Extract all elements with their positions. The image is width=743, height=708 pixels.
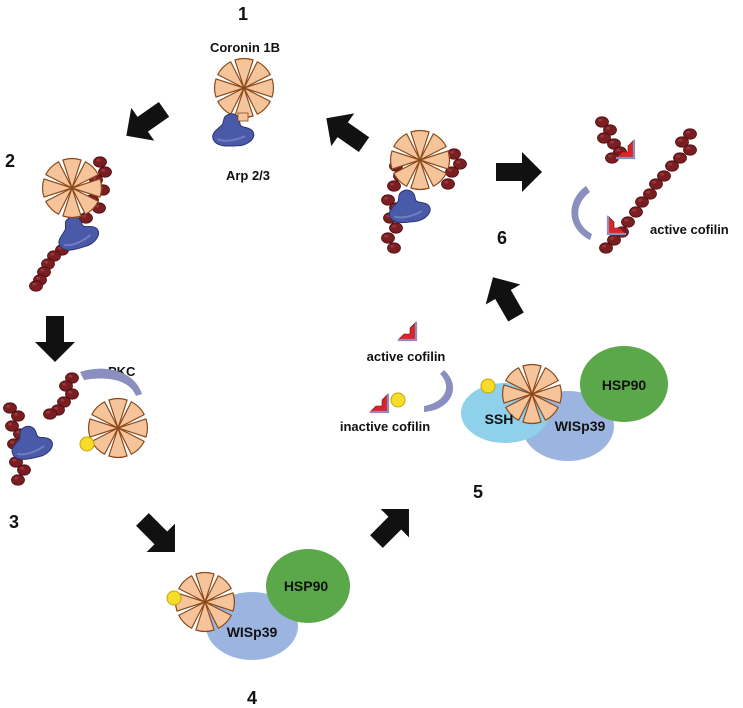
coronin-1b-icon-step6 <box>389 129 451 191</box>
inactive-cofilin-icon <box>368 392 390 414</box>
hsp90-blob-step4 <box>266 549 350 623</box>
hsp90-blob-step5 <box>580 346 668 422</box>
phosphate-step4 <box>166 590 182 606</box>
arrow-step5-to-step6 <box>475 267 534 328</box>
coronin-1b-icon <box>213 57 275 119</box>
pkc-curved-arrow <box>80 368 142 396</box>
severing-curved-arrow <box>571 186 592 240</box>
inactive-cofilin-label: inactive cofilin <box>340 419 430 434</box>
arrow-step6-to-step1 <box>314 101 376 162</box>
arrow-step4-to-step5 <box>362 494 424 556</box>
arp-2-3-label: Arp 2/3 <box>226 168 270 183</box>
ssh-label-step5: SSH <box>485 411 514 427</box>
phosphate-step5 <box>480 378 496 394</box>
arrow-step2-to-step3 <box>35 316 75 362</box>
phosphate-step3 <box>79 436 95 452</box>
coronin-arp-linker <box>237 112 249 122</box>
actin-filament-step3 <box>3 372 79 486</box>
hsp90-label-step5: HSP90 <box>602 377 647 393</box>
arrow-step1-to-step2 <box>114 92 176 153</box>
ssh-curved-arrow <box>424 370 454 412</box>
coronin-1b-label: Coronin 1B <box>210 40 280 55</box>
arrow-step3-to-step4 <box>128 505 190 567</box>
coronin-1b-icon-step3 <box>87 397 149 459</box>
step-number-2: 2 <box>5 151 15 171</box>
hsp90-label-step4: HSP90 <box>284 578 329 594</box>
step-number-4: 4 <box>247 688 257 708</box>
coronin-1b-icon-step4 <box>174 571 236 633</box>
phosphate-cofilin <box>390 392 406 408</box>
active-cofilin-label-mid: active cofilin <box>367 349 446 364</box>
step-number-6: 6 <box>497 228 507 248</box>
active-cofilin-label-top: active cofilin <box>650 222 729 237</box>
step-number-5: 5 <box>473 482 483 502</box>
wisp39-label-step5: WISp39 <box>555 418 606 434</box>
coronin-1b-icon-step2 <box>41 157 103 219</box>
step-number-1: 1 <box>238 4 248 24</box>
wisp39-label-step4: WISp39 <box>227 624 278 640</box>
step-number-3: 3 <box>9 512 19 532</box>
arrow-step6-to-severing <box>496 152 542 192</box>
active-cofilin-icon-mid <box>396 320 418 342</box>
